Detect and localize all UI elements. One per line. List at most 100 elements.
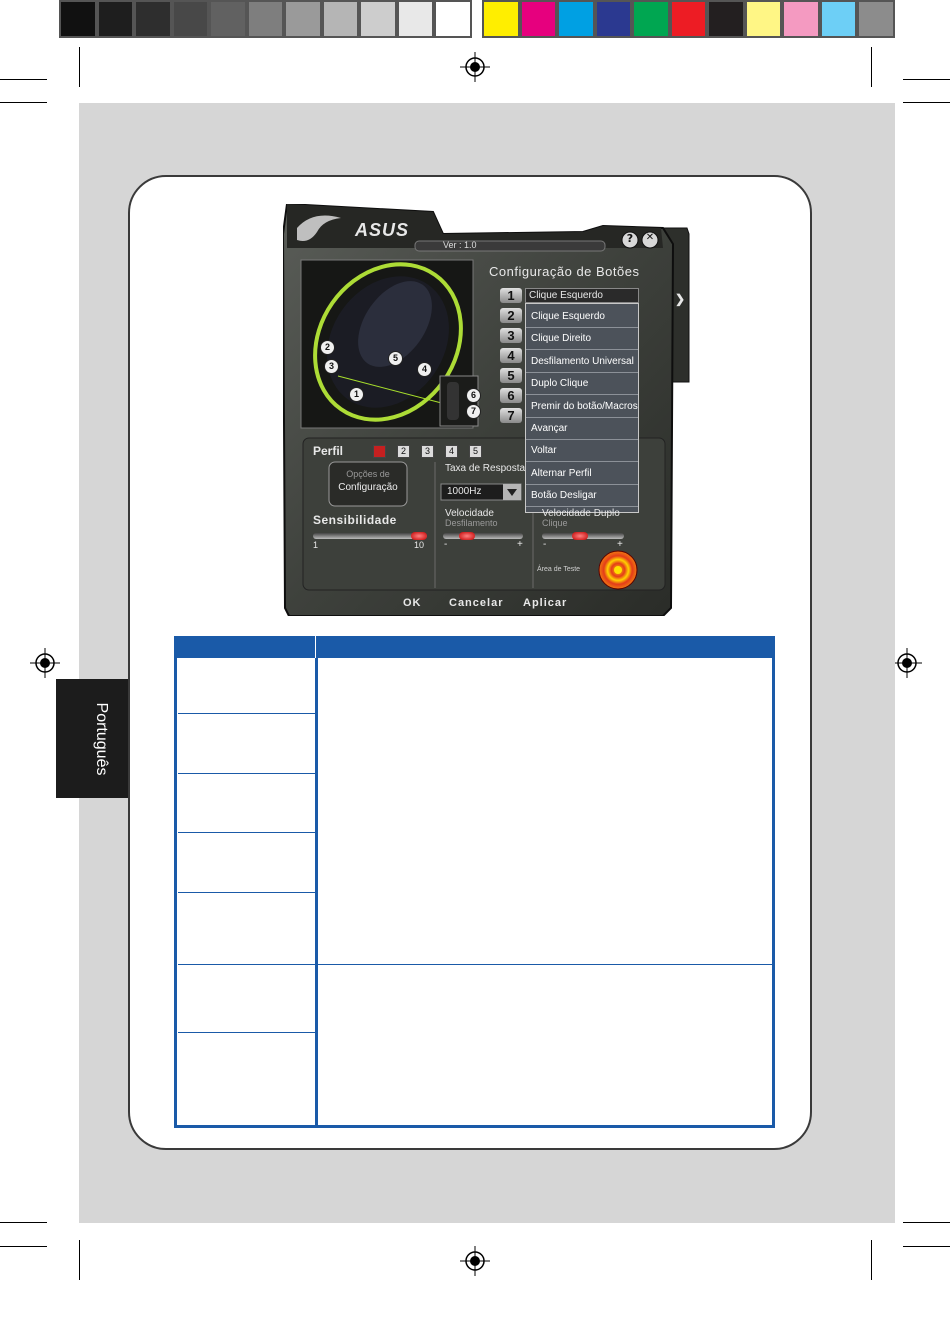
- config-options-button[interactable]: Opções de Configuração: [329, 466, 407, 506]
- grey-swatch: [396, 0, 434, 38]
- color-swatch: [632, 0, 670, 38]
- crop-mark: [79, 1240, 80, 1280]
- button-number-5[interactable]: 5: [500, 368, 522, 383]
- double-click-speed-slider[interactable]: [542, 532, 624, 540]
- dropdown-option[interactable]: Premir do botão/Macros: [526, 397, 638, 418]
- button-config-title: Configuração de Botões: [489, 264, 640, 279]
- grey-swatch: [209, 0, 247, 38]
- scroll-speed-slider-knob[interactable]: [459, 532, 475, 540]
- dropdown-option[interactable]: Duplo Clique: [526, 374, 638, 396]
- profile-3-button[interactable]: 3: [421, 445, 434, 458]
- crop-mark: [903, 79, 950, 80]
- color-swatch: [857, 0, 895, 38]
- button-number-2[interactable]: 2: [500, 308, 522, 323]
- sensitivity-max: 10: [414, 540, 425, 550]
- crop-mark: [0, 79, 47, 80]
- button-1-assignment[interactable]: Clique Esquerdo: [525, 288, 639, 303]
- double-click-speed-sublabel: Clique: [542, 518, 568, 528]
- scroll-speed-label: Velocidade: [445, 508, 494, 519]
- dropdown-option[interactable]: Desfilamento Universal: [526, 352, 638, 373]
- grey-swatch: [321, 0, 359, 38]
- dropdown-option[interactable]: Botão Desligar: [526, 486, 638, 508]
- double-click-speed-label: Velocidade Duplo: [542, 508, 620, 519]
- scroll-speed-slider[interactable]: [443, 532, 523, 540]
- table-column-divider: [315, 636, 318, 1128]
- color-swatch: [782, 0, 820, 38]
- table-row-divider: [178, 964, 772, 965]
- color-swatch: [744, 0, 782, 38]
- version-label: Ver : 1.0: [443, 240, 477, 250]
- profile-4-button[interactable]: 4: [445, 445, 458, 458]
- mouse-button-callout: 4: [417, 362, 432, 377]
- grey-swatch: [359, 0, 397, 38]
- close-button[interactable]: ✕: [645, 232, 655, 243]
- dropdown-option[interactable]: Clique Direito: [526, 329, 638, 351]
- scroll-speed-sublabel: Desfilamento: [445, 518, 498, 528]
- mouse-button-callout: 2: [320, 340, 335, 355]
- double-click-speed-slider-knob[interactable]: [571, 532, 588, 540]
- registration-mark-icon: [30, 648, 60, 678]
- crop-mark: [0, 1246, 47, 1247]
- crop-mark: [79, 47, 80, 87]
- color-swatch: [557, 0, 595, 38]
- sensitivity-slider-knob[interactable]: [411, 532, 427, 540]
- double-click-speed-minus: -: [543, 539, 547, 550]
- button-number-6[interactable]: 6: [500, 388, 522, 403]
- table-row-divider: [178, 832, 315, 833]
- crop-mark: [871, 1240, 872, 1280]
- apply-button[interactable]: Aplicar: [523, 597, 568, 609]
- button-1-assignment-label: Clique Esquerdo: [529, 290, 603, 301]
- button-number-4[interactable]: 4: [500, 348, 522, 363]
- scroll-speed-plus: +: [517, 539, 523, 550]
- color-swatch: [519, 0, 557, 38]
- button-number-7[interactable]: 7: [500, 408, 522, 423]
- dropdown-option[interactable]: Voltar: [526, 441, 638, 463]
- test-area-target-icon[interactable]: [599, 551, 637, 589]
- sensitivity-min: 1: [313, 540, 319, 550]
- registration-mark-icon: [460, 1246, 490, 1276]
- grey-swatch: [246, 0, 284, 38]
- table-row-divider: [178, 713, 315, 714]
- crop-mark: [871, 47, 872, 87]
- button-number-1[interactable]: 1: [500, 288, 522, 303]
- mouse-button-callout: 6: [466, 388, 481, 403]
- language-label: Português: [93, 702, 110, 775]
- color-swatch: [482, 0, 520, 38]
- profile-5-button[interactable]: 5: [469, 445, 482, 458]
- grey-swatch: [171, 0, 209, 38]
- color-swatch: [819, 0, 857, 38]
- mouse-button-callout: 1: [349, 387, 364, 402]
- crop-mark: [903, 1246, 950, 1247]
- sensitivity-slider[interactable]: [313, 532, 427, 540]
- table-row-divider: [178, 1032, 315, 1033]
- profile-1-button[interactable]: 1: [373, 445, 386, 458]
- color-swatch: [707, 0, 745, 38]
- crop-mark: [903, 102, 950, 103]
- profile-label: Perfil: [313, 444, 344, 458]
- cancel-button[interactable]: Cancelar: [449, 597, 504, 609]
- ok-button[interactable]: OK: [403, 597, 422, 609]
- dropdown-option[interactable]: Avançar: [526, 419, 638, 440]
- expand-panel-button[interactable]: ❯: [675, 292, 686, 306]
- polling-rate-select[interactable]: 1000Hz: [447, 486, 482, 497]
- grey-swatch: [96, 0, 134, 38]
- scroll-speed-minus: -: [444, 539, 448, 550]
- dropdown-option[interactable]: Alternar Perfil: [526, 464, 638, 485]
- double-click-speed-plus: +: [617, 539, 623, 550]
- crop-mark: [0, 1222, 47, 1223]
- mouse-button-callout: 7: [466, 404, 481, 419]
- button-config-window: ASUS Ver : 1.0 ? ✕ ❯ Configuração de Bot…: [283, 204, 690, 616]
- mouse-button-callout: 5: [388, 351, 403, 366]
- button-number-3[interactable]: 3: [500, 328, 522, 343]
- profile-2-button[interactable]: 2: [397, 445, 410, 458]
- help-button[interactable]: ?: [626, 232, 634, 245]
- function-table: [174, 636, 775, 1128]
- grey-swatch: [59, 0, 97, 38]
- grey-swatch: [434, 0, 472, 38]
- test-area-label: Área de Teste: [537, 566, 581, 573]
- registration-mark-icon: [892, 648, 922, 678]
- dropdown-option[interactable]: Clique Esquerdo: [526, 307, 638, 328]
- sensitivity-label: Sensibilidade: [313, 513, 397, 527]
